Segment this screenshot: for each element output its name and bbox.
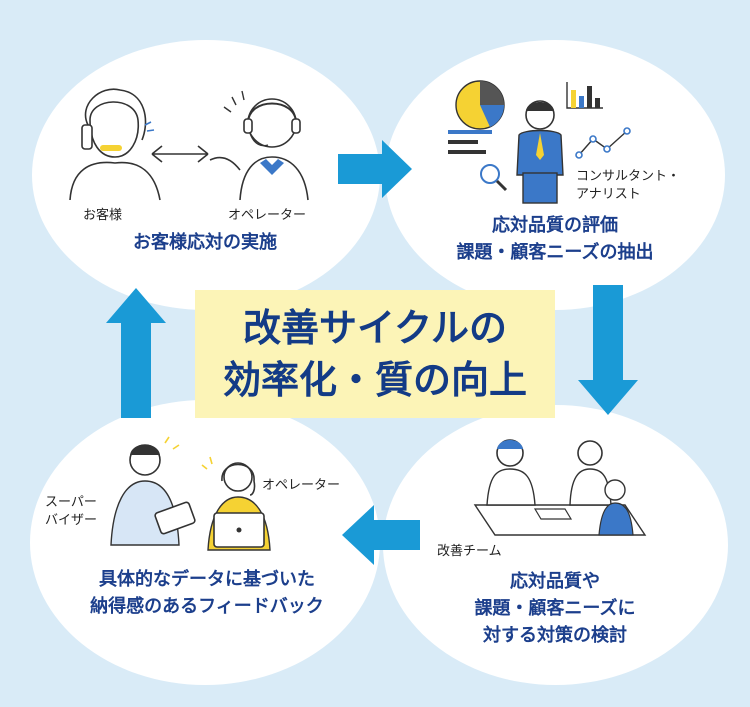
operator-label-feedback: オペレーター: [262, 478, 341, 493]
analyst-person-icon: [516, 100, 564, 204]
step-quality-evaluation-label: 応対品質の評価 課題・顧客ニーズの抽出: [456, 215, 654, 263]
magnifier-icon: [480, 164, 508, 192]
bar-lines-icon: [448, 130, 492, 154]
analyst-label: コンサルタント・ アナリスト: [576, 169, 681, 202]
operator-with-headset-icon: [209, 90, 309, 201]
line-graph-icon: [575, 127, 631, 159]
pie-chart-icon: [455, 80, 505, 130]
bar-chart-icon: [566, 82, 603, 109]
bidirectional-arrow-icon: [151, 145, 209, 163]
center-title-box: 改善サイクルの 効率化・質の向上: [195, 290, 555, 418]
step-feedback-label: 具体的なデータに基づいた 納得感のあるフィードバック: [90, 569, 324, 617]
operator-with-laptop-icon: [201, 456, 271, 551]
center-title-line2: 効率化・質の向上: [222, 358, 527, 402]
customer-label: お客様: [83, 208, 123, 223]
step-countermeasure-label: 応対品質や 課題・顧客ニーズに 対する対策の検討: [474, 571, 636, 646]
team-meeting-icon: [473, 439, 647, 536]
step-customer-interaction-label: お客様応対の実施: [133, 232, 277, 253]
step-countermeasure-circle: [383, 405, 728, 685]
customer-on-phone-icon: [69, 88, 161, 201]
arrow-right-icon: [338, 140, 412, 198]
supervisor-label: スーパー バイザー: [45, 495, 98, 528]
step-feedback-circle: [30, 400, 380, 685]
supervisor-with-tablet-icon: [110, 436, 196, 546]
center-title-line1: 改善サイクルの: [242, 306, 508, 350]
improvement-team-label: 改善チーム: [437, 544, 502, 559]
arrow-down-icon: [578, 285, 638, 415]
arrow-left-icon: [342, 505, 420, 565]
arrow-up-icon: [106, 288, 166, 418]
operator-label: オペレーター: [228, 208, 307, 223]
